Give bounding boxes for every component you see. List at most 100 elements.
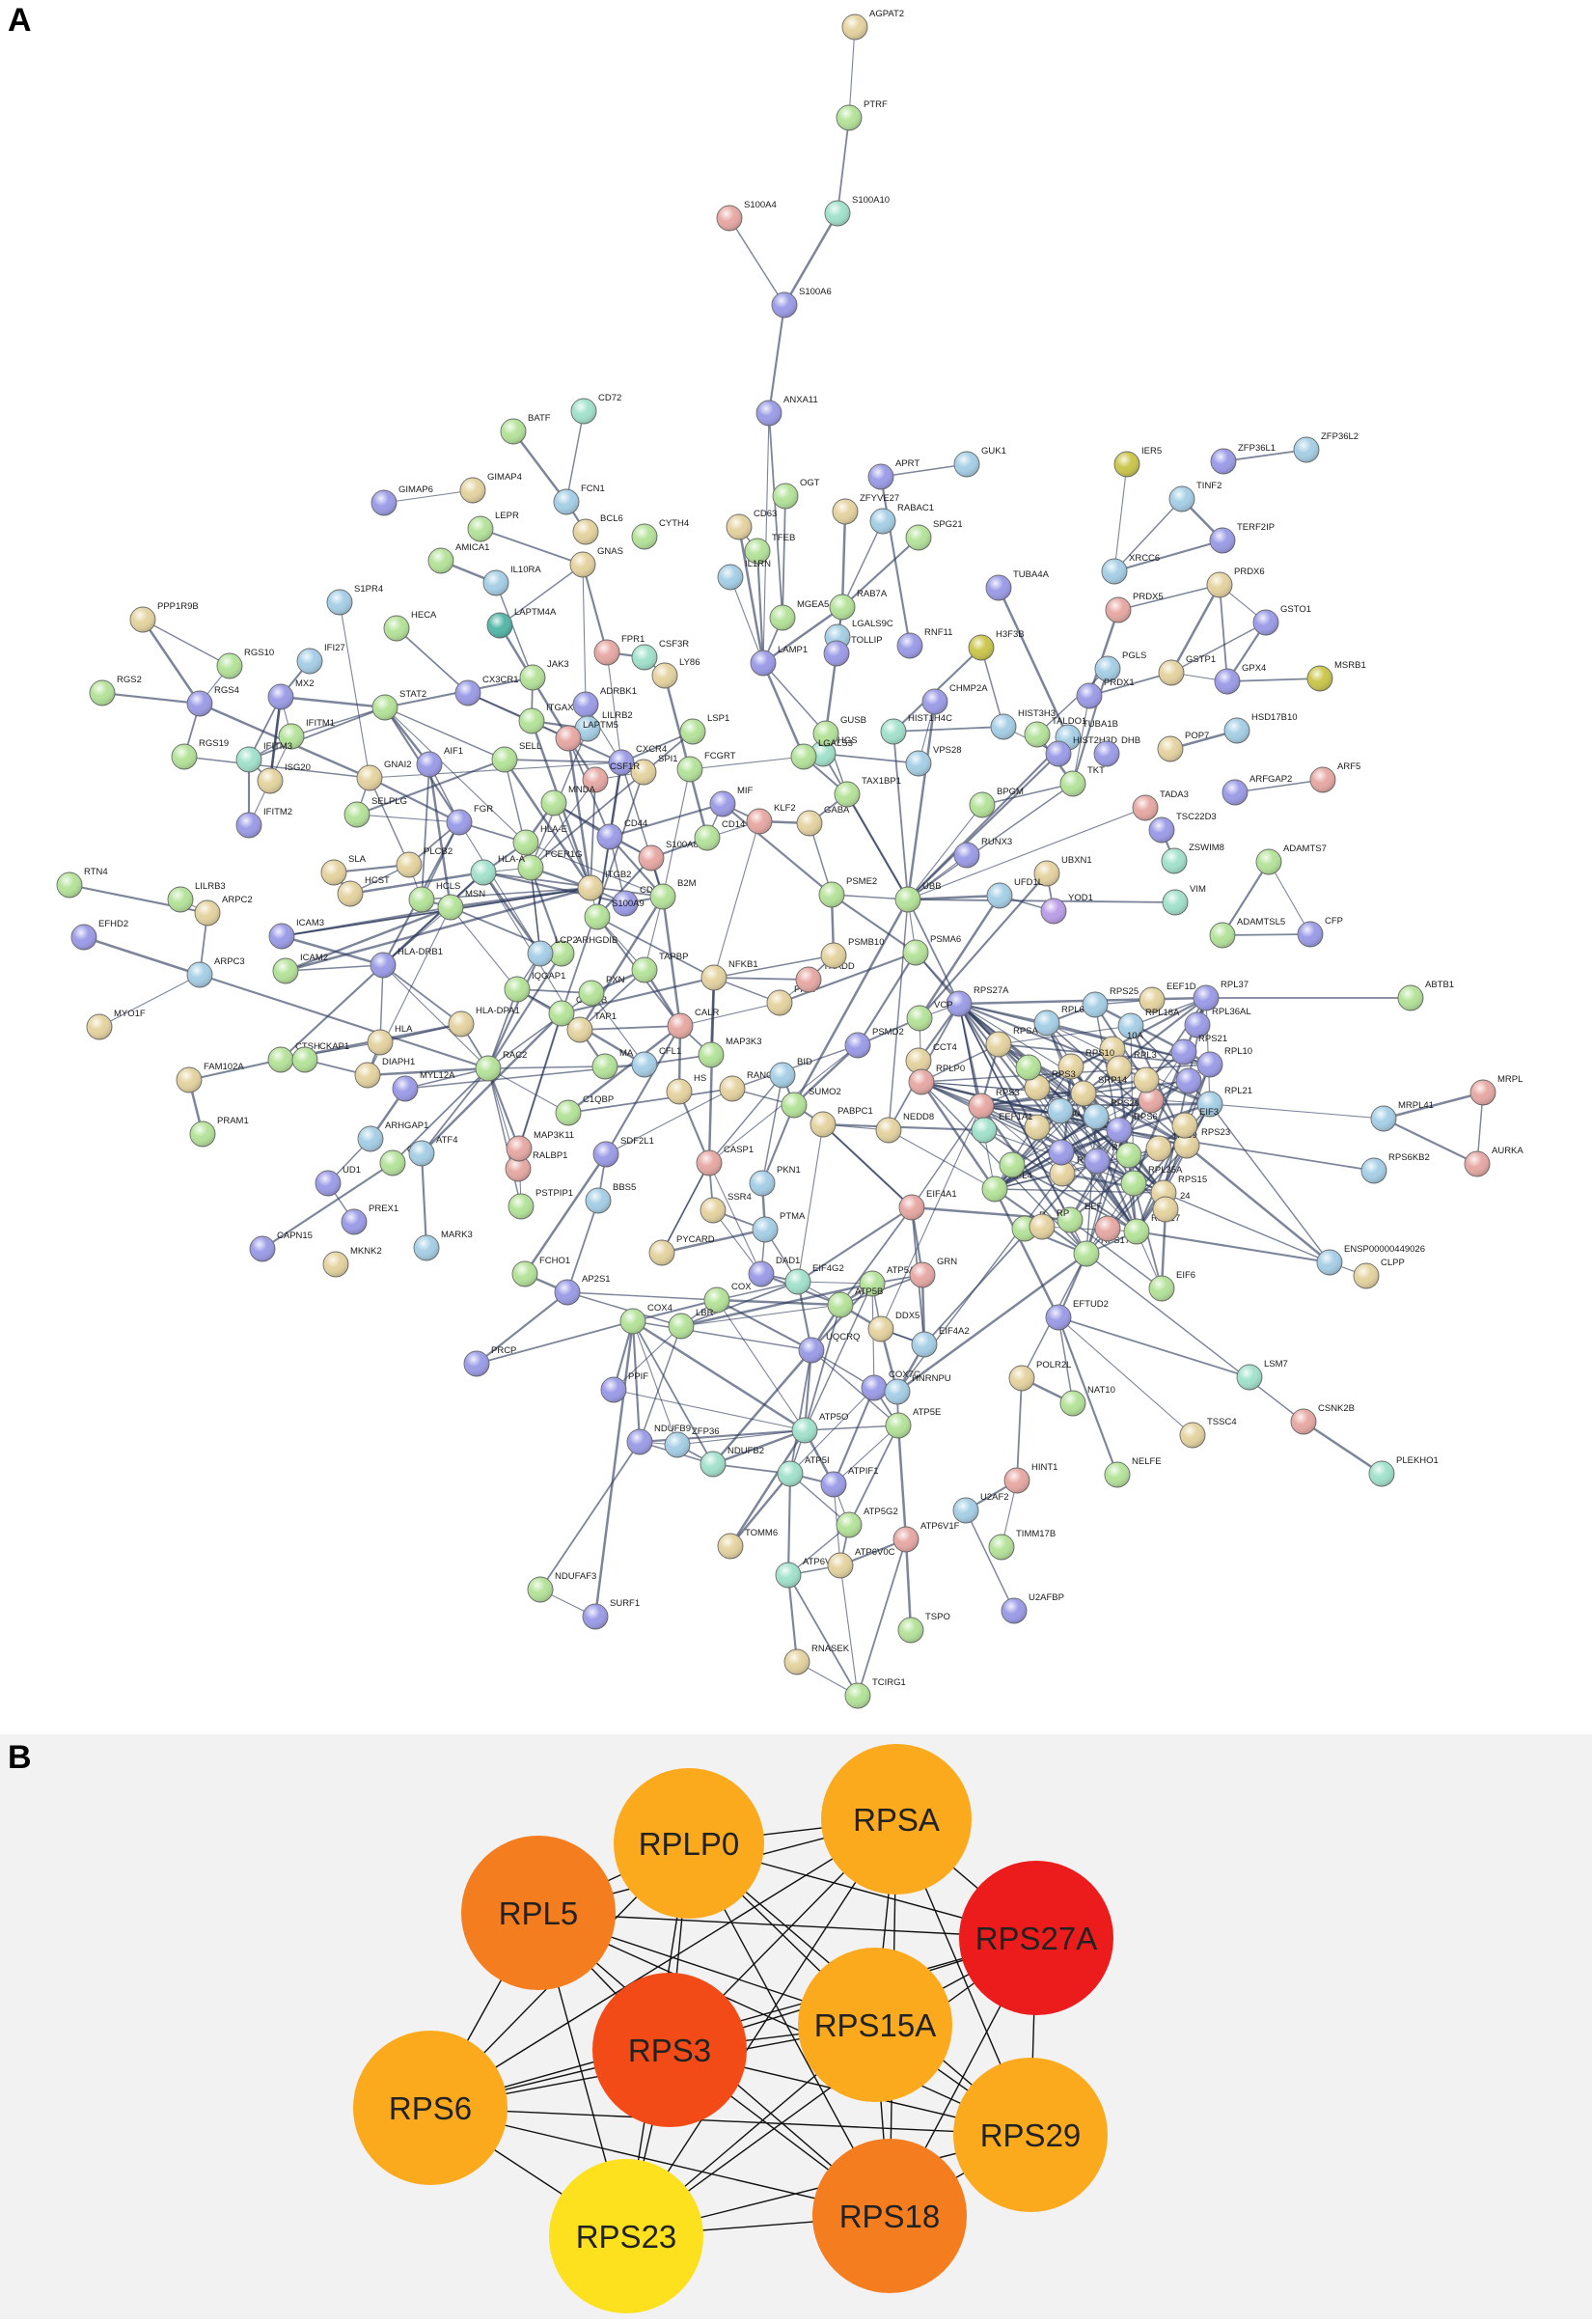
node-PXN[interactable]: PXN (578, 975, 625, 1007)
node-MX2[interactable]: MX2 (267, 678, 315, 710)
node-MRPL[interactable]: MRPL (1469, 1074, 1523, 1106)
node-NDUFAF3[interactable]: NDUFAF3 (527, 1571, 596, 1603)
node-BATF[interactable]: BATF (500, 413, 551, 445)
node-AURKA[interactable]: AURKA (1464, 1146, 1523, 1177)
node-SELL[interactable]: SELL (491, 741, 541, 773)
node-FPR1[interactable]: FPR1 (593, 634, 645, 666)
node-LILRB3[interactable]: LILRB3 (167, 881, 226, 913)
node-RPS6[interactable]: RPS6 (1106, 1112, 1158, 1144)
node-RPS10[interactable]: RPS10 (1057, 1048, 1114, 1080)
node-CYTH4[interactable]: CYTH4 (631, 518, 689, 550)
node-PRDX1[interactable]: PRDX1 (1076, 678, 1135, 709)
node-UBXN1[interactable]: UBXN1 (1033, 855, 1092, 887)
node-U2AFBP[interactable]: U2AFBP (1001, 1592, 1064, 1624)
node-EEF1A1[interactable]: EEF1A1 (971, 1112, 1032, 1144)
node-EEF2[interactable]: EEF (1057, 1202, 1103, 1233)
node-PYCARD[interactable]: PYCARD (648, 1234, 715, 1266)
node-LY86[interactable]: LY86 (651, 657, 700, 689)
node-HS[interactable]: HS (666, 1073, 706, 1105)
node-BCL6[interactable]: BCL6 (572, 513, 623, 545)
node-PRDX5[interactable]: PRDX5 (1105, 592, 1164, 623)
node-HIST2H3D[interactable]: HIST2H3D (1045, 735, 1117, 767)
node-XRCC6[interactable]: XRCC6 (1101, 553, 1160, 585)
node-SURF1[interactable]: SURF1 (582, 1598, 640, 1630)
node-FCER1G[interactable]: FCER1G (517, 849, 583, 881)
node-KLF2[interactable]: KLF2 (746, 803, 796, 835)
node-CXCR4[interactable]: CXCR4 (608, 744, 667, 776)
node-LAMP1[interactable]: LAMP1 (750, 645, 808, 677)
node-SSR4[interactable]: SSR4 (700, 1192, 752, 1224)
node-RNF11[interactable]: RNF11 (896, 627, 952, 659)
node-RPL13[interactable] (1133, 1066, 1160, 1093)
node-MARK3[interactable]: MARK3 (413, 1230, 473, 1261)
node-APRT[interactable]: APRT (867, 458, 920, 490)
node-YOD1[interactable]: YOD1 (1040, 893, 1093, 925)
node-PSMA6[interactable]: PSMA6 (902, 934, 961, 966)
node-ZFP36L1[interactable]: ZFP36L1 (1210, 443, 1276, 475)
node-PKN1[interactable]: PKN1 (749, 1165, 801, 1197)
node-VIM[interactable]: VIM (1162, 884, 1206, 916)
node-BBS5[interactable]: BBS5 (585, 1182, 636, 1214)
node-LSM7[interactable]: LSM7 (1236, 1359, 1288, 1391)
node-EIF3[interactable]: EIF3 (1171, 1107, 1219, 1139)
node-UFD1L[interactable]: UFD1L (986, 877, 1043, 909)
node-UBB[interactable]: UBB (894, 881, 942, 913)
node-RPS3[interactable]: RPS3 (968, 1088, 1020, 1120)
node-RPL18A[interactable]: RPL18A (1117, 1008, 1180, 1039)
node-HLA-E[interactable]: HLA-E (512, 824, 567, 856)
node-DHB[interactable]: DHB (1093, 735, 1140, 767)
node-TERF2IP[interactable]: TERF2IP (1209, 522, 1275, 554)
node-PSMD2[interactable]: PSMD2 (844, 1027, 904, 1059)
node-RTN4[interactable]: RTN4 (56, 867, 108, 899)
node-RNASEK[interactable]: RNASEK (783, 1644, 850, 1675)
node-S100A8[interactable]: S100A8 (638, 840, 699, 872)
node-ENSP[interactable]: ENSP00000449026 (1316, 1244, 1425, 1276)
node-GPX4[interactable]: GPX4 (1214, 663, 1266, 695)
node-RPS29[interactable]: RPS29 (1083, 1098, 1139, 1130)
node-S100A10[interactable]: S100A10 (824, 195, 890, 227)
node-ATP5G2[interactable]: ATP5G2 (836, 1507, 898, 1538)
node-NDUFB2[interactable]: NDUFB2 (700, 1446, 764, 1478)
node-GUK1[interactable]: GUK1 (953, 446, 1006, 478)
node-SPG21[interactable]: SPG21 (905, 519, 963, 551)
node-CASP1[interactable]: CASP1 (696, 1145, 754, 1176)
node-TAPBP[interactable]: TAPBP (631, 952, 688, 983)
node-PREX1[interactable]: PREX1 (341, 1204, 398, 1235)
node-ARPC3[interactable]: ARPC3 (186, 956, 245, 988)
node-ZSWIM8[interactable]: ZSWIM8 (1161, 843, 1224, 874)
node-HINT1[interactable]: HINT1 (1003, 1462, 1057, 1494)
node-RUNX3[interactable]: RUNX3 (953, 837, 1012, 869)
node-RPS17[interactable]: RPS17 (1073, 1235, 1130, 1267)
node-ADAMTSL5[interactable]: ADAMTSL5 (1209, 917, 1285, 949)
node-RPS21[interactable]: RPS21 (1170, 1034, 1227, 1065)
node-NEDD8[interactable]: NEDD8 (875, 1112, 934, 1144)
node-RPS14[interactable] (1138, 1087, 1165, 1114)
node-SUMO2[interactable]: SUMO2 (781, 1087, 841, 1119)
node-MGEA5[interactable]: MGEA5 (769, 599, 829, 631)
node-MIF[interactable]: MIF (709, 786, 754, 817)
node-RPL19[interactable] (1015, 1054, 1042, 1081)
node-FAM102A[interactable]: FAM102A (176, 1062, 244, 1093)
node-TAX1BP1[interactable]: TAX1BP1 (834, 776, 901, 808)
hub-node-RPLP0[interactable]: RPLP0 (614, 1768, 764, 1919)
node-PLEKHO1[interactable]: PLEKHO1 (1368, 1455, 1439, 1487)
node-MA[interactable]: MA (591, 1048, 634, 1080)
node-ADRBK1[interactable]: ADRBK1 (572, 686, 637, 718)
node-IFITM3[interactable]: IFITM3 (235, 741, 292, 773)
node-GSTP1[interactable]: GSTP1 (1158, 654, 1216, 686)
node-RPL4[interactable]: RPL4 (981, 1171, 1032, 1203)
node-FCGRT[interactable]: FCGRT (676, 751, 736, 783)
node-RGS2[interactable]: RGS2 (89, 675, 142, 706)
node-TFEB[interactable]: TFEB (744, 533, 795, 565)
node-IQGAP1[interactable]: IQGAP1 (504, 971, 565, 1003)
node-CX3CR1[interactable]: CX3CR1 (454, 675, 519, 706)
node-ITGB2[interactable]: ITGB2 (577, 870, 631, 901)
node-HGS[interactable]: HGS (810, 735, 858, 767)
node-ARPC2[interactable]: ARPC2 (194, 895, 253, 927)
node-RPL37[interactable]: RPL37 (1193, 980, 1249, 1011)
node-LAPTM5[interactable]: LAPTM5 (555, 720, 618, 752)
node-RANGAP1[interactable]: RANGAP1 (719, 1070, 790, 1102)
node-UD1[interactable]: UD1 (315, 1165, 361, 1197)
node-EIF4G2[interactable]: EIF4G2 (784, 1263, 844, 1295)
node-PSME2[interactable]: PSME2 (818, 876, 877, 908)
